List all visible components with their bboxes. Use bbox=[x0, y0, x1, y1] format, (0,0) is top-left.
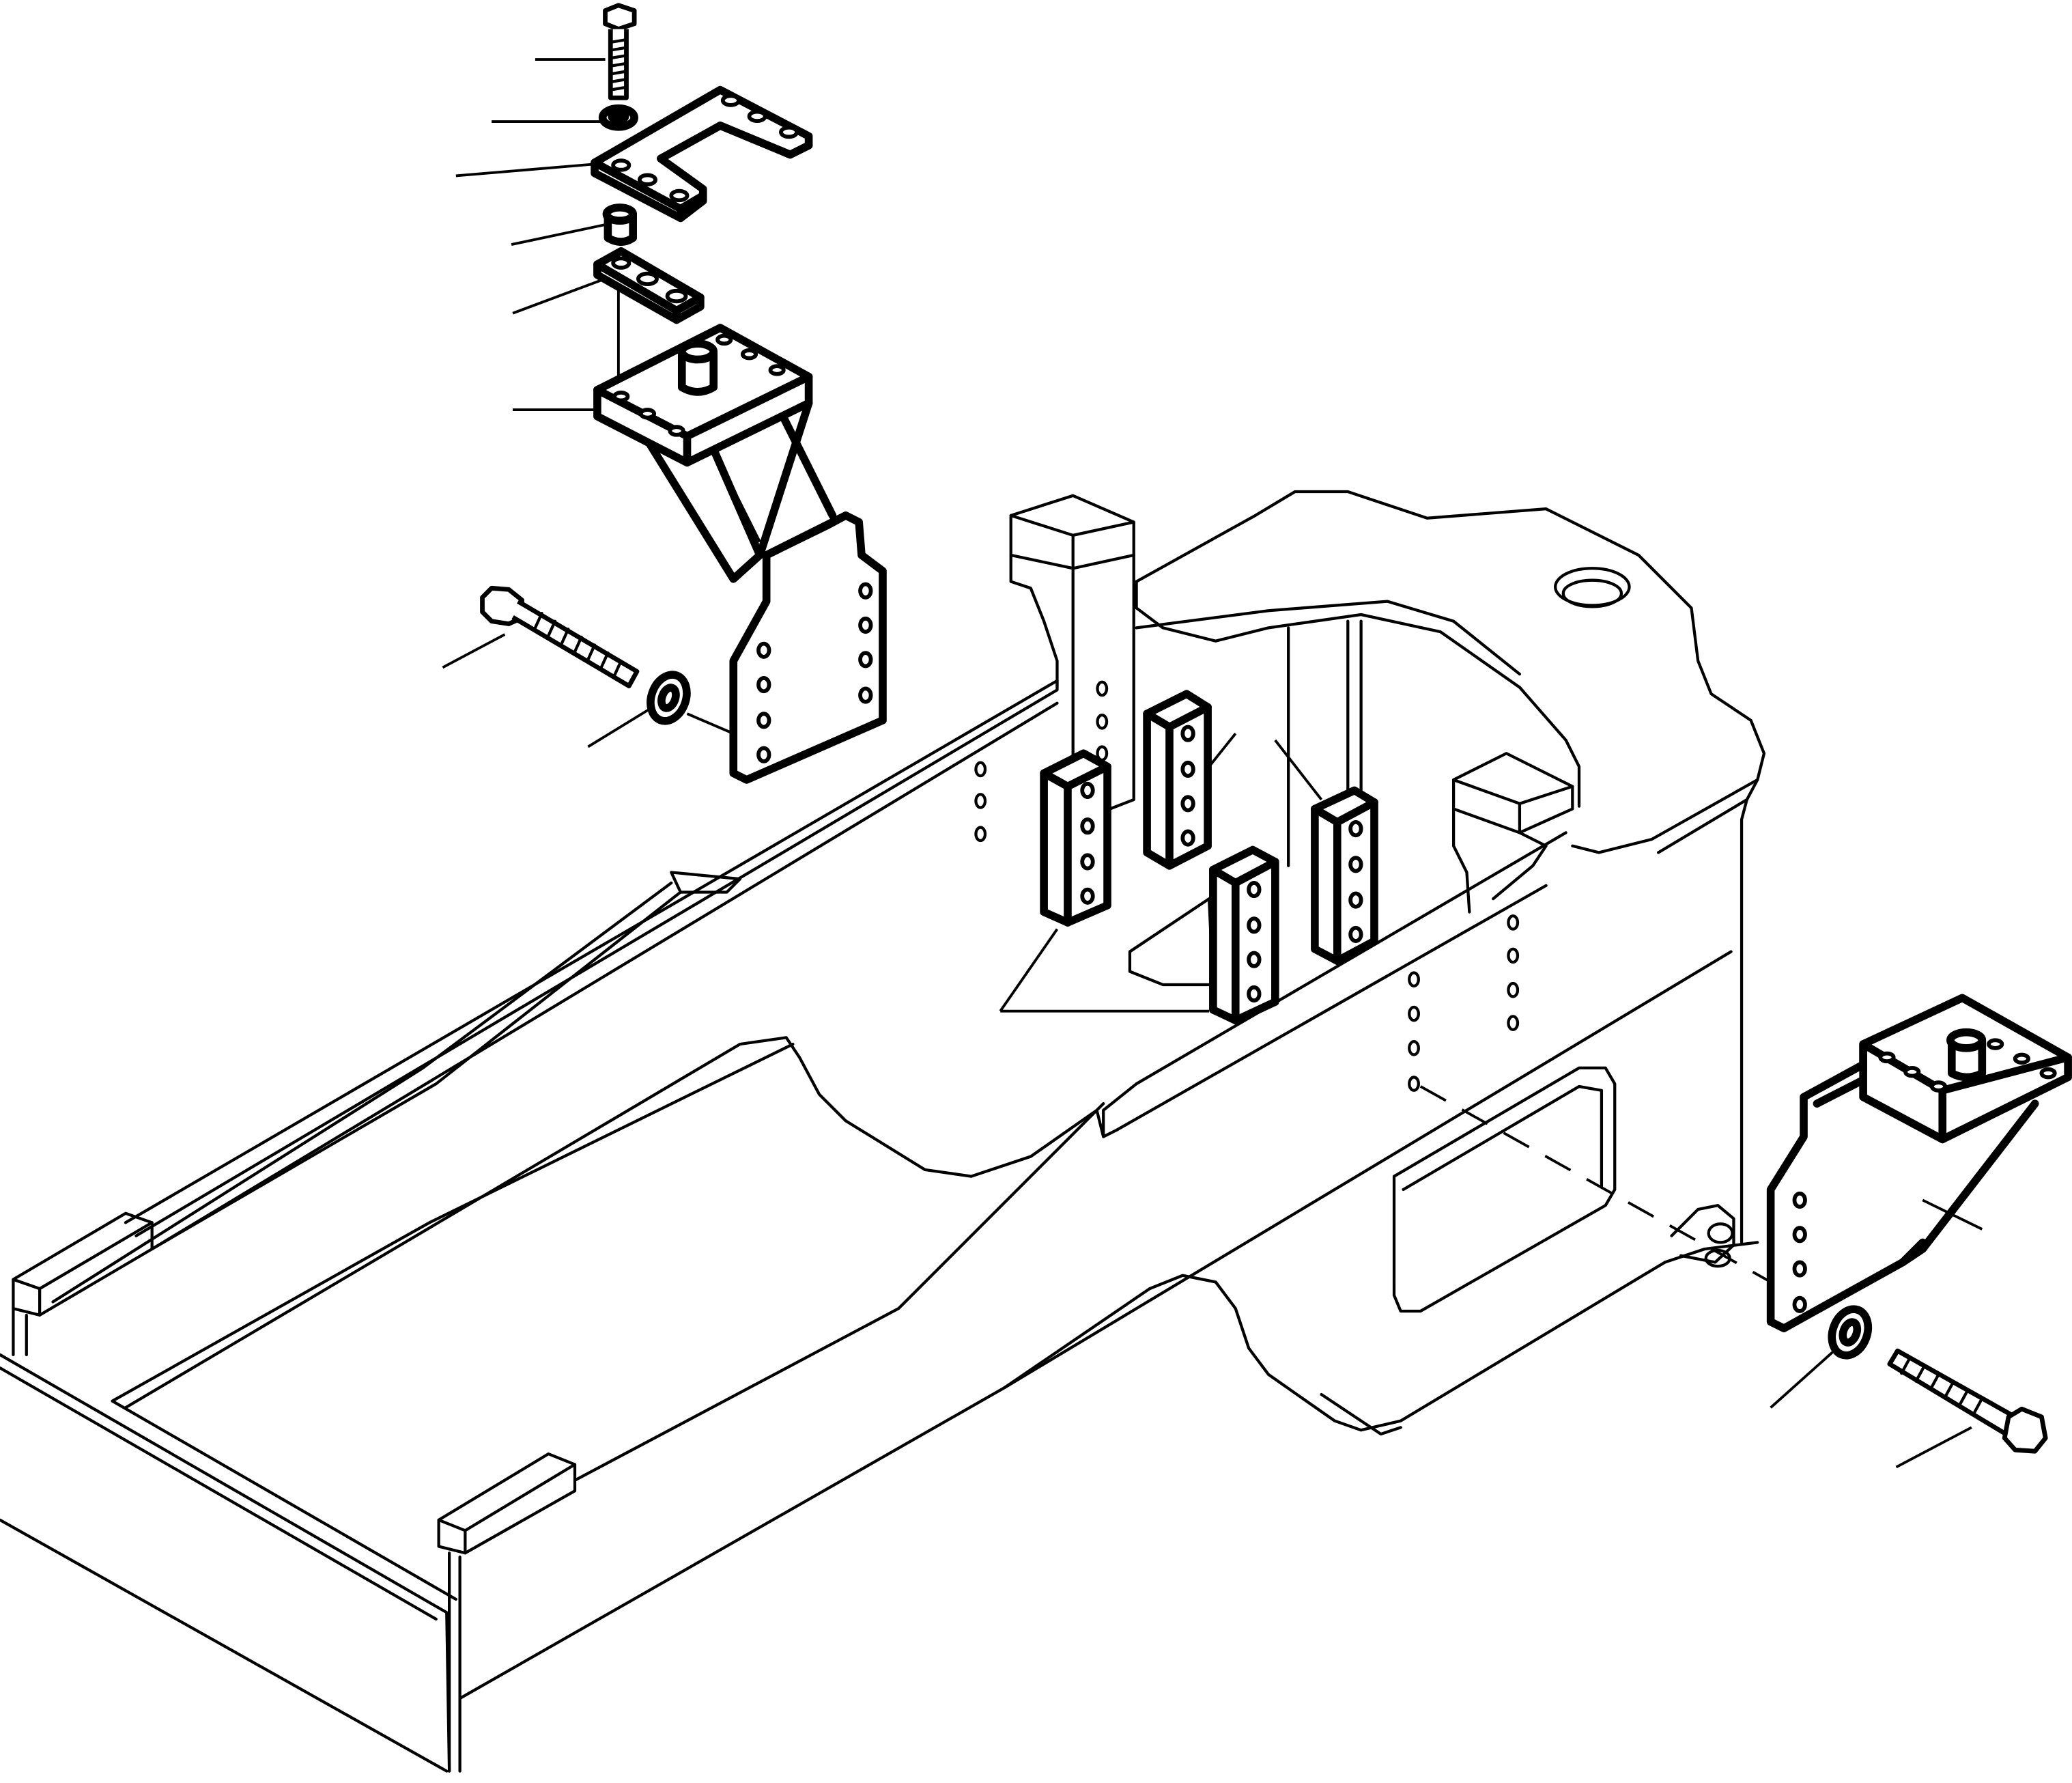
hex-bolt-icon bbox=[480, 585, 640, 688]
spacer-block-icon bbox=[1040, 749, 1111, 927]
washer-icon bbox=[647, 671, 691, 725]
spacer-block-icon bbox=[1143, 690, 1212, 870]
assembly-axis-line bbox=[1419, 1085, 1831, 1317]
hex-bolt-icon bbox=[603, 3, 637, 100]
spacer-plate-icon bbox=[593, 247, 705, 324]
spacer-block-icon bbox=[1209, 845, 1279, 1025]
spacer-block-icon bbox=[1311, 786, 1378, 965]
washer-icon bbox=[1828, 1305, 1873, 1360]
support-bracket-icon bbox=[1766, 994, 2072, 1332]
frame-bolt-holes bbox=[974, 680, 1520, 1092]
callout-leader-lines bbox=[442, 58, 1983, 1469]
main-frame-outline bbox=[0, 490, 1766, 1773]
top-bracket-assembly bbox=[480, 3, 887, 784]
washer-icon bbox=[598, 104, 638, 131]
mounting-plate-icon bbox=[591, 85, 813, 223]
support-bracket-icon bbox=[593, 324, 887, 784]
hex-bolt-icon bbox=[1887, 1348, 2048, 1454]
right-bracket-assembly bbox=[1766, 994, 2072, 1454]
bushing-icon bbox=[602, 203, 637, 246]
spacer-block-group bbox=[1040, 690, 1378, 1025]
